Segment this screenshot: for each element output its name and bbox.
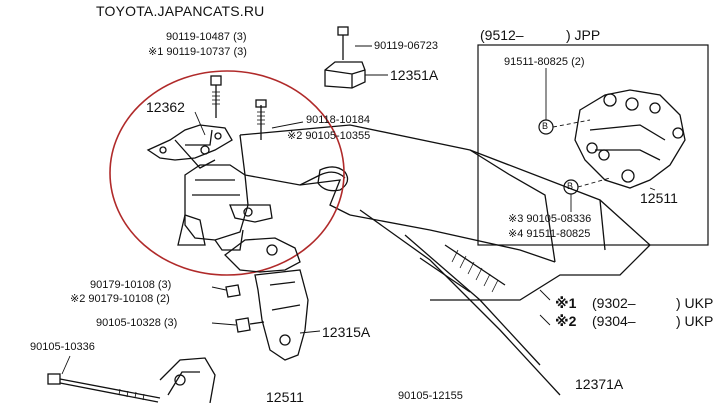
label-90105-08336: ※3 90105-08336	[508, 213, 592, 225]
badge-b-top: B	[542, 121, 549, 131]
site-watermark: TOYOTA.JAPANCATS.RU	[96, 3, 265, 19]
label-91511-80825: ※4 91511-80825	[508, 228, 591, 240]
legend-date-2: (9304–	[592, 313, 636, 329]
inset-bracket-12511	[574, 89, 686, 189]
label-90105-10328: 90105-10328 (3)	[96, 317, 178, 329]
label-90119-10737: ※1 90119-10737 (3)	[148, 46, 247, 58]
label-12511-bottom: 12511	[266, 389, 304, 403]
label-12511-inset: 12511	[640, 190, 678, 206]
legend-suffix-1: ) UKP	[676, 295, 714, 311]
bracket-12315a	[224, 237, 309, 361]
legend-suffix-2: ) UKP	[676, 313, 714, 329]
label-90118-10184: 90118-10184	[306, 114, 371, 126]
legend-mark-1: ※1	[555, 295, 577, 311]
inset-box	[477, 44, 709, 246]
label-90119-06723: 90119-06723	[374, 40, 439, 52]
label-90179-10108: 90179-10108 (3)	[90, 279, 172, 291]
inset-code: (9512–	[480, 27, 524, 43]
inset-region: ) JPP	[566, 27, 601, 43]
long-bolt-threads	[118, 388, 145, 401]
nut-and-bolt	[225, 284, 265, 333]
label-90105-10336: 90105-10336	[30, 341, 95, 353]
label-90119-10487: 90119-10487 (3)	[166, 31, 247, 43]
chassis-frame	[239, 124, 651, 396]
label-12351a: 12351A	[390, 67, 439, 83]
label-90105-10355: ※2 90105-10355	[287, 130, 371, 142]
bolt-threads	[212, 91, 265, 125]
legend-mark-2: ※2	[555, 313, 577, 329]
chassis-hatching	[451, 249, 499, 293]
highlight-circle	[109, 70, 345, 276]
label-12371a: 12371A	[575, 376, 624, 392]
legend-date-1: (9302–	[592, 295, 636, 311]
long-bolt	[47, 357, 216, 403]
label-12315a: 12315A	[322, 324, 371, 340]
label-91511-80825-2: 91511-80825 (2)	[504, 56, 585, 68]
leader-lines	[61, 45, 656, 375]
badge-b-bottom: B	[567, 181, 574, 191]
label-90105-12155: 90105-12155	[398, 390, 463, 402]
label-90179-10108-2: ※2 90179-10108 (2)	[70, 293, 170, 305]
block-12351a	[324, 26, 366, 89]
label-12362: 12362	[146, 99, 185, 115]
